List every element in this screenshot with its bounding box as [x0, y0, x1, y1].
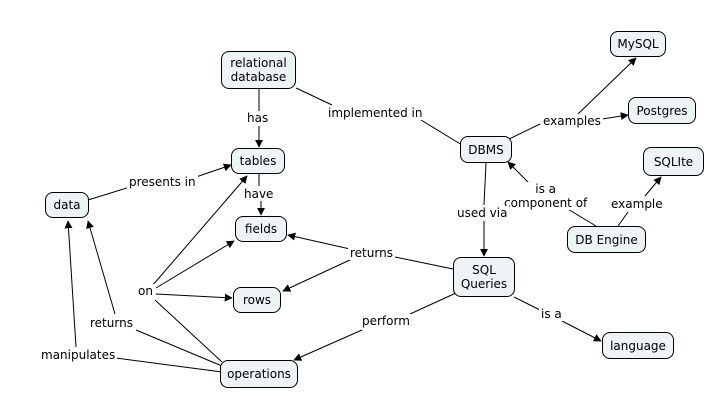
edge-perform-operations [293, 329, 363, 361]
edge-presents-tables [195, 163, 232, 178]
node-sql-queries[interactable]: SQL Queries [453, 257, 515, 297]
edge-on-fields [155, 240, 235, 289]
edge-on-rows [155, 293, 233, 302]
node-operations[interactable]: operations [220, 360, 298, 388]
edge-operations-on [154, 299, 223, 363]
edge-manipulates-data [64, 220, 77, 348]
node-sqlite[interactable]: SQLIte [643, 147, 704, 176]
link-has: has [245, 111, 271, 125]
edge-engine-component [565, 207, 597, 227]
node-dbms[interactable]: DBMS [460, 136, 512, 163]
node-db-engine[interactable]: DB Engine [567, 226, 646, 253]
edge-sql-returns [394, 256, 454, 270]
link-on: on [136, 284, 155, 298]
node-mysql[interactable]: MySQL [610, 31, 666, 57]
node-tables[interactable]: tables [231, 148, 285, 174]
edge-example-sqlite [644, 176, 662, 197]
link-implemented-in: implemented in [326, 106, 425, 120]
link-is-a: is a [539, 307, 564, 321]
link-returns-operations: returns [88, 316, 135, 330]
edge-sql-isa [513, 296, 541, 311]
edge-operations-returns [135, 329, 223, 367]
node-language[interactable]: language [602, 332, 674, 359]
edge-examples-mysql [577, 57, 637, 115]
edge-sql-perform [409, 292, 457, 315]
link-is-a-component-of: is a component of [502, 182, 590, 210]
link-perform: perform [360, 314, 412, 328]
node-fields[interactable]: fields [235, 216, 287, 242]
edge-returns-data [86, 220, 116, 315]
link-used-via: used via [455, 206, 510, 220]
edge-returns-fields [287, 232, 351, 250]
node-relational-database[interactable]: relational database [221, 51, 296, 89]
edge-component-dbms [507, 161, 531, 185]
edge-engine-example [617, 211, 629, 227]
link-manipulates: manipulates [39, 348, 118, 362]
edge-rdb-implemented [295, 87, 333, 106]
node-data[interactable]: data [45, 192, 89, 218]
link-returns-sql: returns [348, 246, 395, 260]
edge-operations-manipulates [115, 357, 223, 373]
edge-dbms-examples [506, 123, 541, 141]
link-presents-in: presents in [127, 175, 198, 189]
edge-examples-postgres [601, 112, 629, 121]
link-have: have [242, 187, 276, 201]
node-postgres[interactable]: Postgres [628, 97, 696, 124]
edge-dbms-usedvia [483, 162, 487, 206]
link-examples: examples [541, 114, 603, 128]
edge-data-presents [87, 186, 131, 201]
node-rows[interactable]: rows [233, 287, 281, 313]
edge-returns-rows [282, 258, 353, 292]
edge-on-tables [151, 175, 248, 287]
link-example: example [609, 197, 665, 211]
edge-implemented-dbms [420, 119, 463, 146]
edge-isa-language [561, 320, 602, 342]
